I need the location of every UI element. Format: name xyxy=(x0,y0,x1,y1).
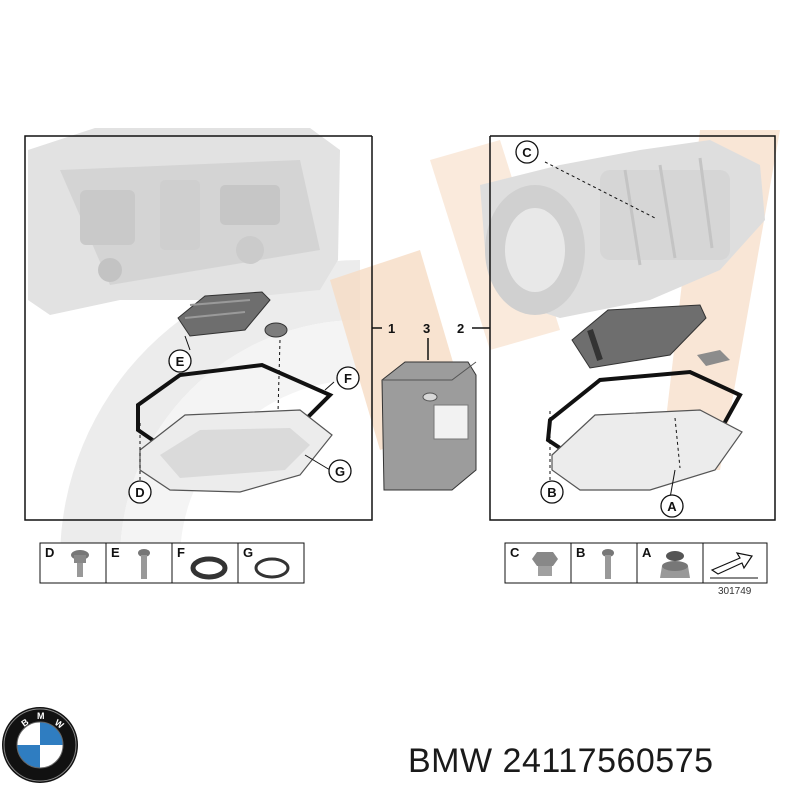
legend-label-D: D xyxy=(45,545,54,560)
svg-text:B: B xyxy=(547,485,556,500)
legend-label-E: E xyxy=(111,545,120,560)
legend-label-B: B xyxy=(576,545,585,560)
svg-text:M: M xyxy=(37,711,45,721)
oil-can xyxy=(381,361,477,491)
legend-right: C B A xyxy=(504,542,768,584)
seal-ring-f-icon xyxy=(190,556,228,580)
callout-F: F xyxy=(336,366,360,390)
svg-text:F: F xyxy=(344,371,352,386)
callout-D: D xyxy=(128,480,152,504)
callout-G: G xyxy=(328,459,352,483)
diagram-frames xyxy=(24,135,776,521)
group-label-1: 1 xyxy=(388,321,395,336)
svg-text:E: E xyxy=(176,354,185,369)
transmission-housing-right xyxy=(480,140,765,318)
bmw-logo: B M W xyxy=(2,707,78,783)
oil-filter-right xyxy=(571,304,730,369)
svg-text:C: C xyxy=(522,145,532,160)
callout-B: B xyxy=(540,480,564,504)
tool-arrow-icon xyxy=(710,552,758,579)
bolt-e-icon xyxy=(138,549,150,579)
oil-pan-left xyxy=(139,409,333,493)
diagram-reference-number: 301749 xyxy=(718,586,752,597)
seal-ring-g-icon xyxy=(254,557,290,579)
bolt-d-icon xyxy=(71,550,89,577)
svg-text:D: D xyxy=(135,485,144,500)
bolt-b-icon xyxy=(602,549,614,579)
legend-label-C: C xyxy=(510,545,520,560)
callout-C: C xyxy=(515,140,539,164)
group-label-2: 2 xyxy=(457,321,464,336)
svg-text:G: G xyxy=(335,464,345,479)
legend-label-A: A xyxy=(642,545,652,560)
svg-text:A: A xyxy=(667,499,677,514)
callout-E: E xyxy=(168,349,192,373)
plug-a-icon xyxy=(660,551,690,578)
svg-text:B: B xyxy=(19,716,30,728)
part-title: BMW 24117560575 xyxy=(408,738,788,784)
callout-A: A xyxy=(660,494,684,518)
oil-pan-right xyxy=(551,409,743,491)
legend-label-G: G xyxy=(243,545,253,560)
group-label-3: 3 xyxy=(423,321,430,336)
oil-filter-left xyxy=(177,291,288,338)
brand-name: BMW xyxy=(408,742,493,780)
plug-c-icon xyxy=(532,552,558,576)
legend-label-F: F xyxy=(177,545,185,560)
part-number: 24117560575 xyxy=(502,742,714,780)
legend-left: D E F G xyxy=(39,542,305,584)
transmission-housing-left xyxy=(28,128,340,315)
